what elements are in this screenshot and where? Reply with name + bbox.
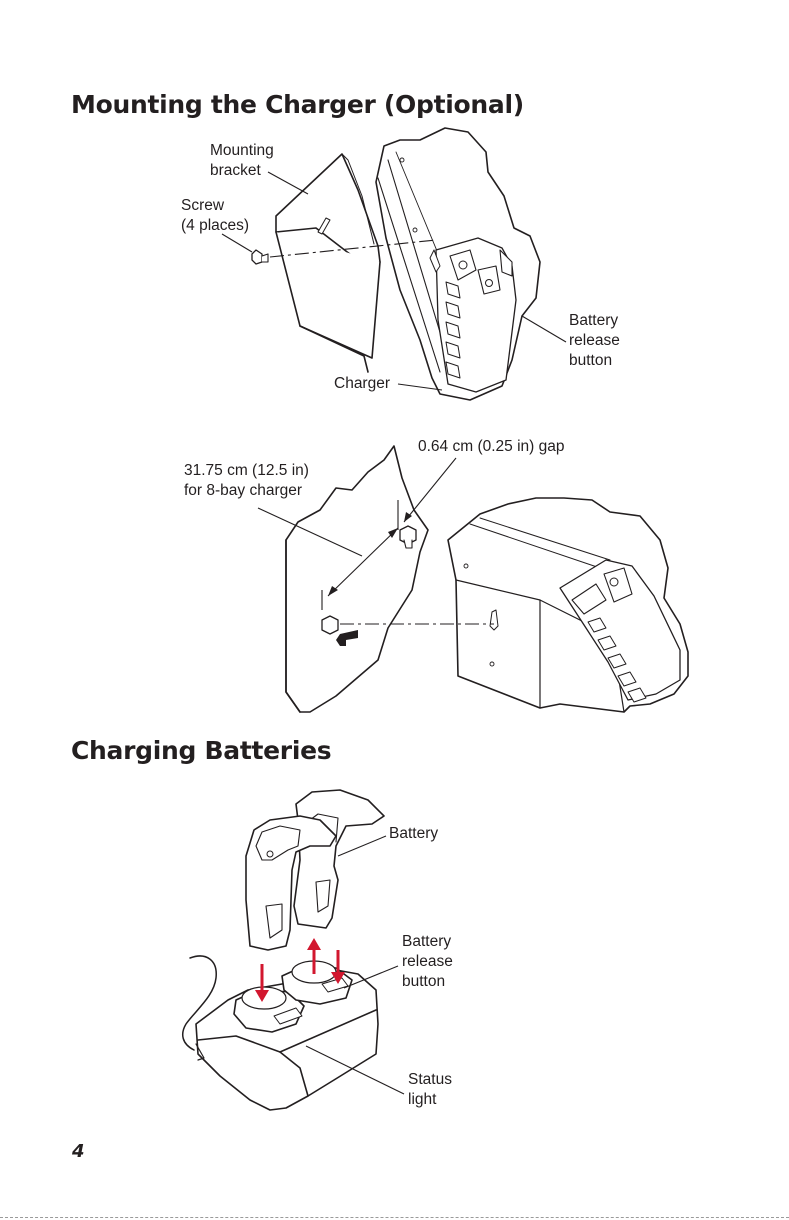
callout-battery: Battery [389,824,438,844]
battery-back [294,790,384,928]
page-trim-line [0,1217,789,1218]
page-number: 4 [72,1141,85,1162]
callout-battery-release-button-2: Battery release button [402,932,453,992]
callout-status-light: Status light [408,1070,452,1110]
